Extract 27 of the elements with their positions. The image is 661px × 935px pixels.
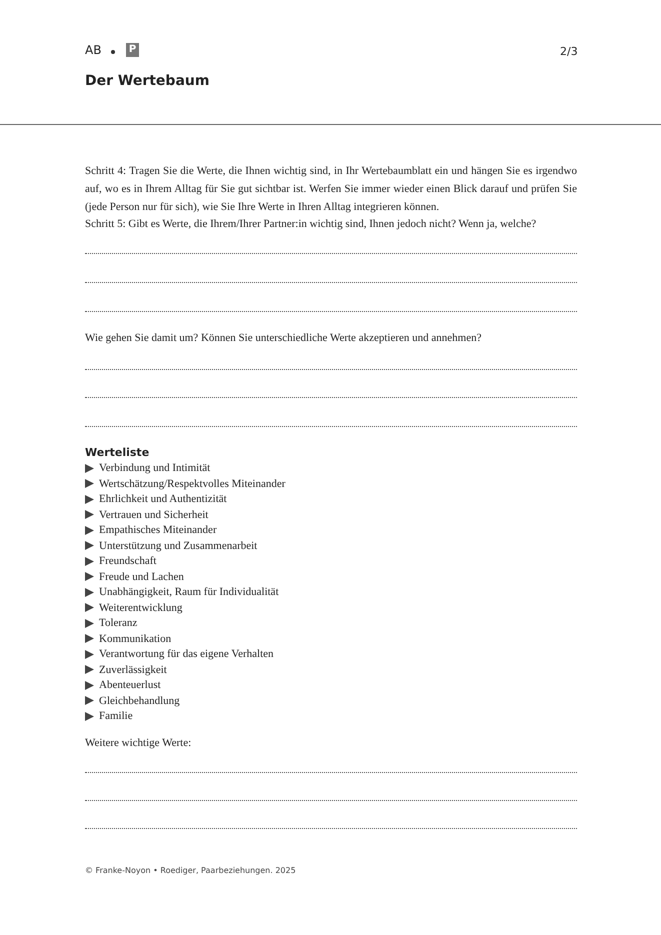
question-text: Wie gehen Sie damit um? Können Sie unterschiedliche Werte akzeptieren und annehmen? (85, 332, 482, 344)
value-item: Empathisches Miteinander (99, 524, 217, 536)
copyright-footer: © Franke-Noyon • Roediger, Paarbeziehungen. 2025 (85, 866, 296, 875)
value-item: Freundschaft (99, 555, 156, 567)
worksheet-title: Der Wertebaum (85, 73, 210, 89)
value-item: Toleranz (99, 617, 138, 629)
list-heading: Werteliste (85, 446, 150, 459)
value-item: Unterstützung und Zusammenarbeit (99, 540, 258, 552)
value-item: Weiterentwicklung (99, 602, 182, 614)
value-item: Kommunikation (99, 632, 172, 644)
value-item: Zuverlässigkeit (99, 664, 167, 676)
category-badge: P (126, 43, 139, 57)
value-item: Verbindung und Intimität (99, 462, 210, 474)
prompt-text: Weitere wichtige Werte: (85, 737, 192, 749)
instruction-paragraph: Schritt 4: Tragen Sie die Werte, die Ihnen wichtig sind, in Ihr Wertebaumblatt ein und hängen Sie es irgendwo auf, wo es in Ihrem Alltag für Sie gut sichtbar ist. Werfen Sie immer wieder einen Blick darauf und prüfen Sie (jede Person nur für sich), wie Sie Ihre Werte in Ihren Alltag integrieren können. (85, 164, 577, 215)
value-item: Wertschätzung/Respektvolles Miteinander (99, 478, 286, 490)
value-item: Verantwortung für das eigene Verhalten (99, 648, 274, 660)
value-item: Freude und Lachen (99, 570, 184, 582)
value-item: Ehrlichkeit und Authentizität (99, 493, 227, 505)
value-item: Gleichbehandlung (99, 694, 180, 706)
value-item: Familie (99, 710, 133, 722)
question-text: Schritt 5: Gibt es Werte, die Ihrem/Ihrer Partner:in wichtig sind, Ihnen jedoch nicht? Wenn ja, welche? (85, 218, 538, 230)
value-item: Abenteuerlust (99, 679, 161, 691)
value-item: Unabhängigkeit, Raum für Individualität (99, 586, 279, 598)
page-number: 2/3 (560, 45, 577, 58)
value-item: Vertrauen und Sicherheit (99, 508, 208, 520)
worksheet-code: AB (85, 43, 102, 57)
